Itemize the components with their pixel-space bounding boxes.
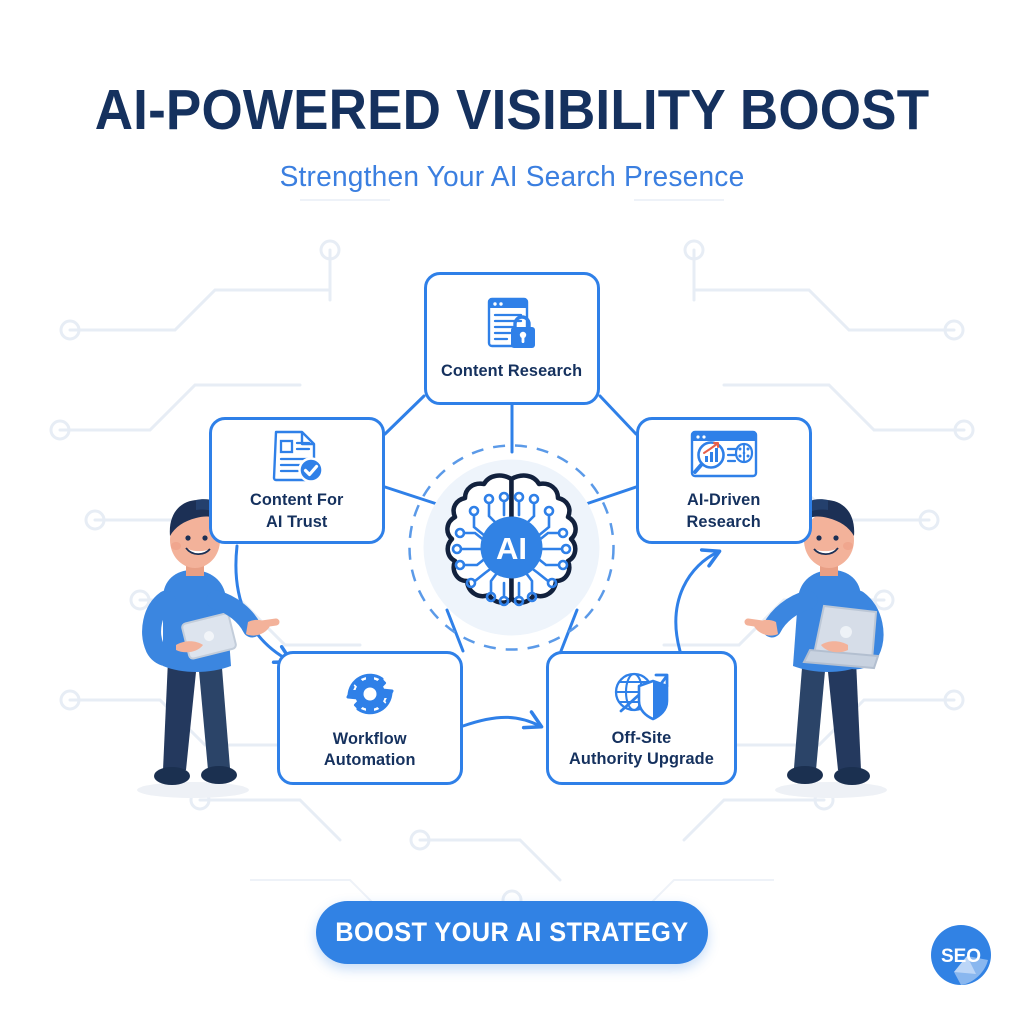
arrow-offsite-to-ai-driven [674,548,722,653]
document-check-icon [272,431,324,483]
gear-refresh-icon [346,673,394,714]
cta-label: BOOST YOUR AI STRATEGY [335,917,689,947]
ai-brain-hub: AI [408,444,615,651]
page-title: AI-POWERED VISIBILITY BOOST [94,78,930,142]
node-label: Content Research [441,360,583,380]
header: AI-POWERED VISIBILITY BOOST Strengthen Y… [0,82,1024,194]
node-content-for-ai-trust[interactable]: Content For AI Trust [209,417,385,544]
brain-circuit-icon: AI [445,473,578,607]
node-label: AI-Driven Research [686,490,762,531]
boost-strategy-button[interactable]: BOOST YOUR AI STRATEGY [316,901,708,964]
node-ai-driven-research[interactable]: AI-Driven Research [636,417,812,544]
ai-label: AI [496,531,527,566]
globe-shield-arrow-icon [614,672,668,721]
node-off-site-authority-upgrade[interactable]: Off-Site Authority Upgrade [546,651,737,785]
page-subtitle: Strengthen Your AI Search Presence [279,161,745,193]
seo-logo[interactable]: SEO [928,922,994,988]
person-left-illustration [137,499,280,798]
document-lock-icon [487,297,535,348]
arrow-workflow-to-offsite [461,710,544,730]
node-label: Content For AI Trust [250,490,344,531]
node-content-research[interactable]: Content Research [424,272,600,405]
seo-logo-text: SEO [941,946,981,967]
browser-magnifier-brain-icon [690,431,758,478]
node-label: Off-Site Authority Upgrade [569,727,714,768]
dashed-ring [408,444,615,651]
node-label: Workflow Automation [324,728,416,769]
node-workflow-automation[interactable]: Workflow Automation [277,651,463,785]
